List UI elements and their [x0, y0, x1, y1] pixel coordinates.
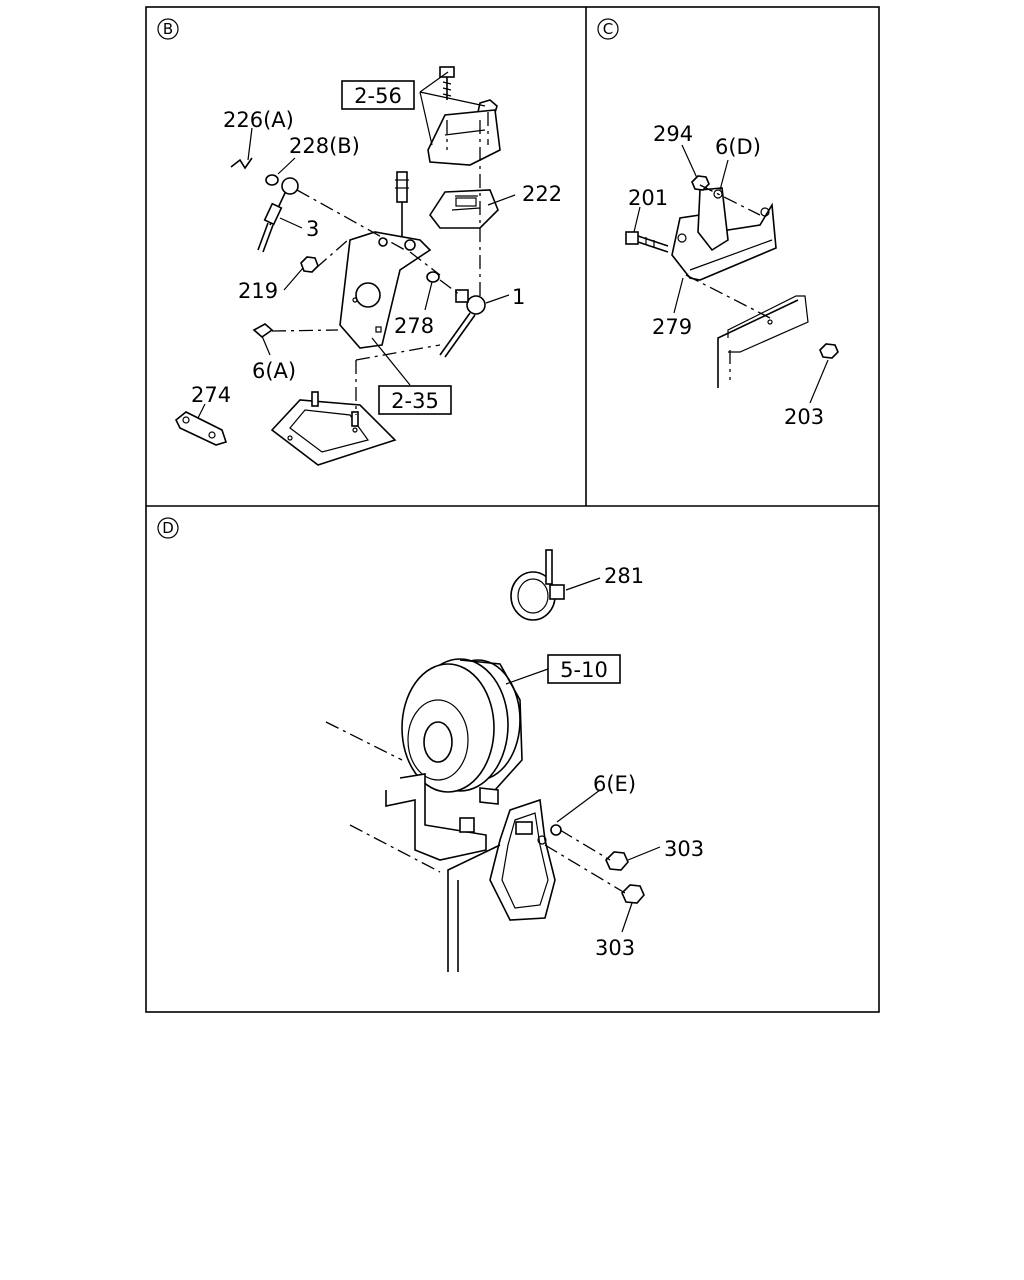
washer-228b	[265, 174, 279, 186]
part-274	[174, 411, 228, 446]
diagram-frame	[145, 6, 880, 1013]
callout-6a: 6(A)	[252, 359, 296, 383]
bearing-bracket	[385, 773, 487, 861]
callout-303-lower: 303	[595, 936, 635, 960]
callout-222: 222	[522, 182, 562, 206]
callout-6d: 6(D)	[715, 135, 761, 159]
nut-203	[819, 343, 839, 359]
callout-294: 294	[653, 122, 693, 146]
lever-shaft	[396, 171, 408, 203]
callout-201: 201	[628, 186, 668, 210]
nut-303-upper	[605, 851, 629, 871]
bolt-2-56	[439, 66, 455, 100]
panel-c-letter: C	[603, 20, 613, 38]
panel-b-marker: B	[157, 18, 179, 40]
bolt-201	[625, 231, 669, 253]
callout-3: 3	[306, 217, 319, 241]
washer-278	[426, 271, 440, 283]
callout-281: 281	[604, 564, 644, 588]
clamp-281	[510, 549, 565, 621]
rod-end-3	[281, 177, 299, 195]
panel-c-drawing	[625, 144, 839, 404]
callout-6e: 6(E)	[593, 772, 636, 796]
bracket-2-35	[339, 231, 432, 349]
frame-rail-c	[717, 299, 799, 388]
callout-2-56: 2-56	[354, 84, 402, 108]
rod-end-1	[466, 295, 486, 315]
ref-box-2-56	[341, 80, 415, 110]
panel-b-drawing	[174, 66, 516, 466]
panel-d-drawing	[325, 549, 661, 972]
frame-rail-d	[447, 844, 501, 972]
clip-6a	[252, 323, 274, 339]
callout-226a: 226(A)	[223, 108, 294, 132]
nut-219	[300, 256, 319, 273]
nut-294	[691, 175, 710, 191]
callout-219: 219	[238, 279, 278, 303]
callout-228b: 228(B)	[289, 134, 360, 158]
panel-b-letter: B	[163, 20, 173, 38]
ref-box-2-35	[378, 385, 452, 415]
callout-279: 279	[652, 315, 692, 339]
panel-d-marker: D	[157, 517, 179, 539]
callout-203: 203	[784, 405, 824, 429]
callout-274: 274	[191, 383, 231, 407]
callout-278: 278	[394, 314, 434, 338]
callout-1: 1	[512, 285, 525, 309]
callout-303-upper: 303	[664, 837, 704, 861]
centre-bearing-5-10	[401, 658, 523, 793]
callout-5-10: 5-10	[560, 658, 608, 682]
mount-plate-2-56	[427, 109, 501, 166]
nut-303-lower	[621, 884, 645, 904]
panel-c-marker: C	[597, 18, 619, 40]
callout-2-35: 2-35	[391, 389, 439, 413]
ref-box-5-10	[547, 654, 621, 684]
pin-226a	[230, 157, 253, 170]
panel-d-letter: D	[162, 519, 174, 537]
base-plate-b	[270, 399, 397, 466]
